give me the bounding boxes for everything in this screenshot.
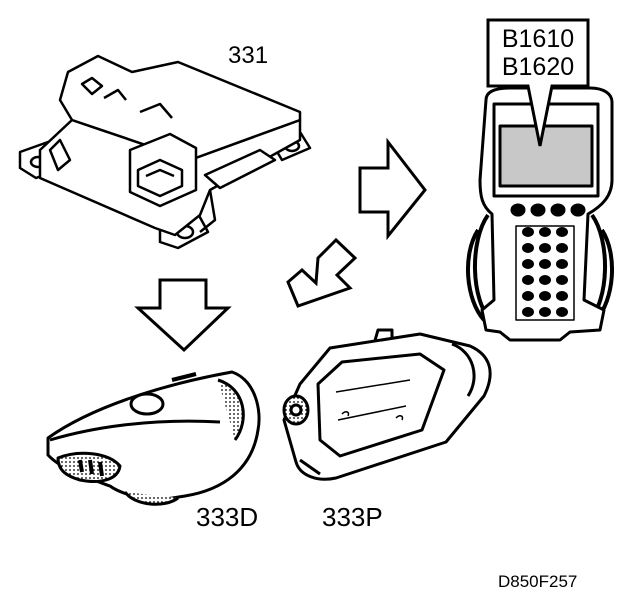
fault-code-b1610: B1610: [501, 25, 575, 53]
label-333P: 333P: [322, 502, 383, 532]
label-331: 331: [228, 42, 269, 69]
fault-code-callout: [486, 18, 590, 147]
fault-code-b1620: B1620: [501, 53, 575, 81]
label-333D: 333D: [196, 502, 259, 532]
arrow-to-passenger-airbag: [286, 237, 358, 308]
diagnostic-tester: [466, 86, 614, 342]
figure-id: D850F257: [498, 572, 578, 591]
driver-airbag-333D: [46, 370, 261, 506]
passenger-airbag-333P: [282, 328, 492, 481]
control-module-331: [18, 54, 312, 250]
arrow-to-tester: [358, 137, 427, 241]
arrow-to-driver-airbag: [134, 278, 232, 353]
